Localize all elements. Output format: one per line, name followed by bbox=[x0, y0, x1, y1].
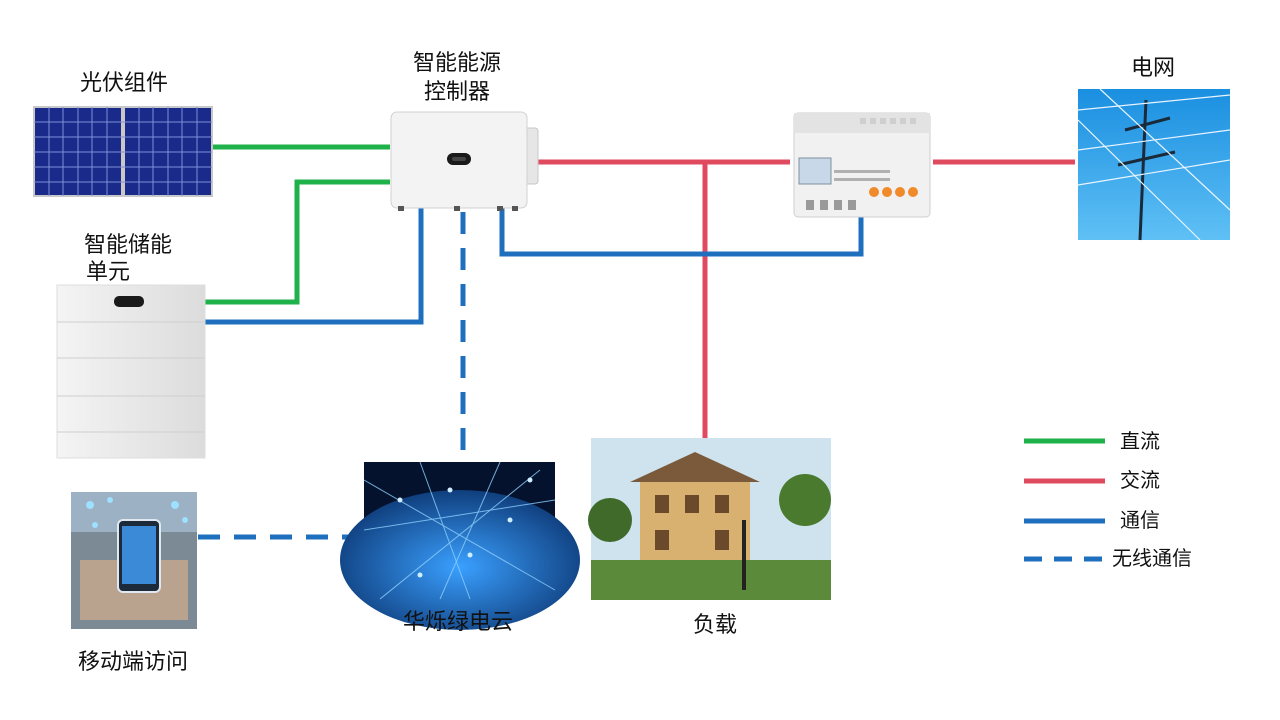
pv-label: 光伏组件 bbox=[79, 71, 168, 96]
storage-label-line1: 智能储能 bbox=[83, 233, 172, 258]
house-image bbox=[588, 438, 831, 600]
battery-image bbox=[56, 284, 206, 459]
mobile-image bbox=[71, 492, 197, 629]
grid-label: 电网 bbox=[1130, 56, 1175, 81]
legend-label-comm: 通信 bbox=[1120, 508, 1160, 532]
controller-label-line2: 控制器 bbox=[423, 80, 490, 105]
comm-line-meter bbox=[499, 208, 864, 257]
controller-label-line1: 智能能源 bbox=[412, 51, 501, 76]
cloud-label: 华烁绿电云 bbox=[402, 610, 513, 635]
legend-label-dc: 直流 bbox=[1120, 429, 1160, 453]
pv-panel-image bbox=[33, 106, 213, 197]
meter-image bbox=[793, 112, 931, 218]
storage-label-line2: 单元 bbox=[85, 260, 130, 285]
legend bbox=[1024, 438, 1105, 562]
controller-image bbox=[390, 111, 539, 211]
mobile-label: 移动端访问 bbox=[77, 650, 188, 675]
cloud-image bbox=[340, 461, 580, 630]
dc-line-storage bbox=[205, 179, 390, 305]
legend-label-ac: 交流 bbox=[1120, 468, 1160, 492]
legend-label-wireless: 无线通信 bbox=[1112, 546, 1192, 570]
grid-tower-image bbox=[1077, 88, 1231, 241]
comm-line-storage bbox=[205, 208, 424, 325]
connections bbox=[198, 144, 1075, 540]
load-label: 负载 bbox=[692, 613, 737, 638]
